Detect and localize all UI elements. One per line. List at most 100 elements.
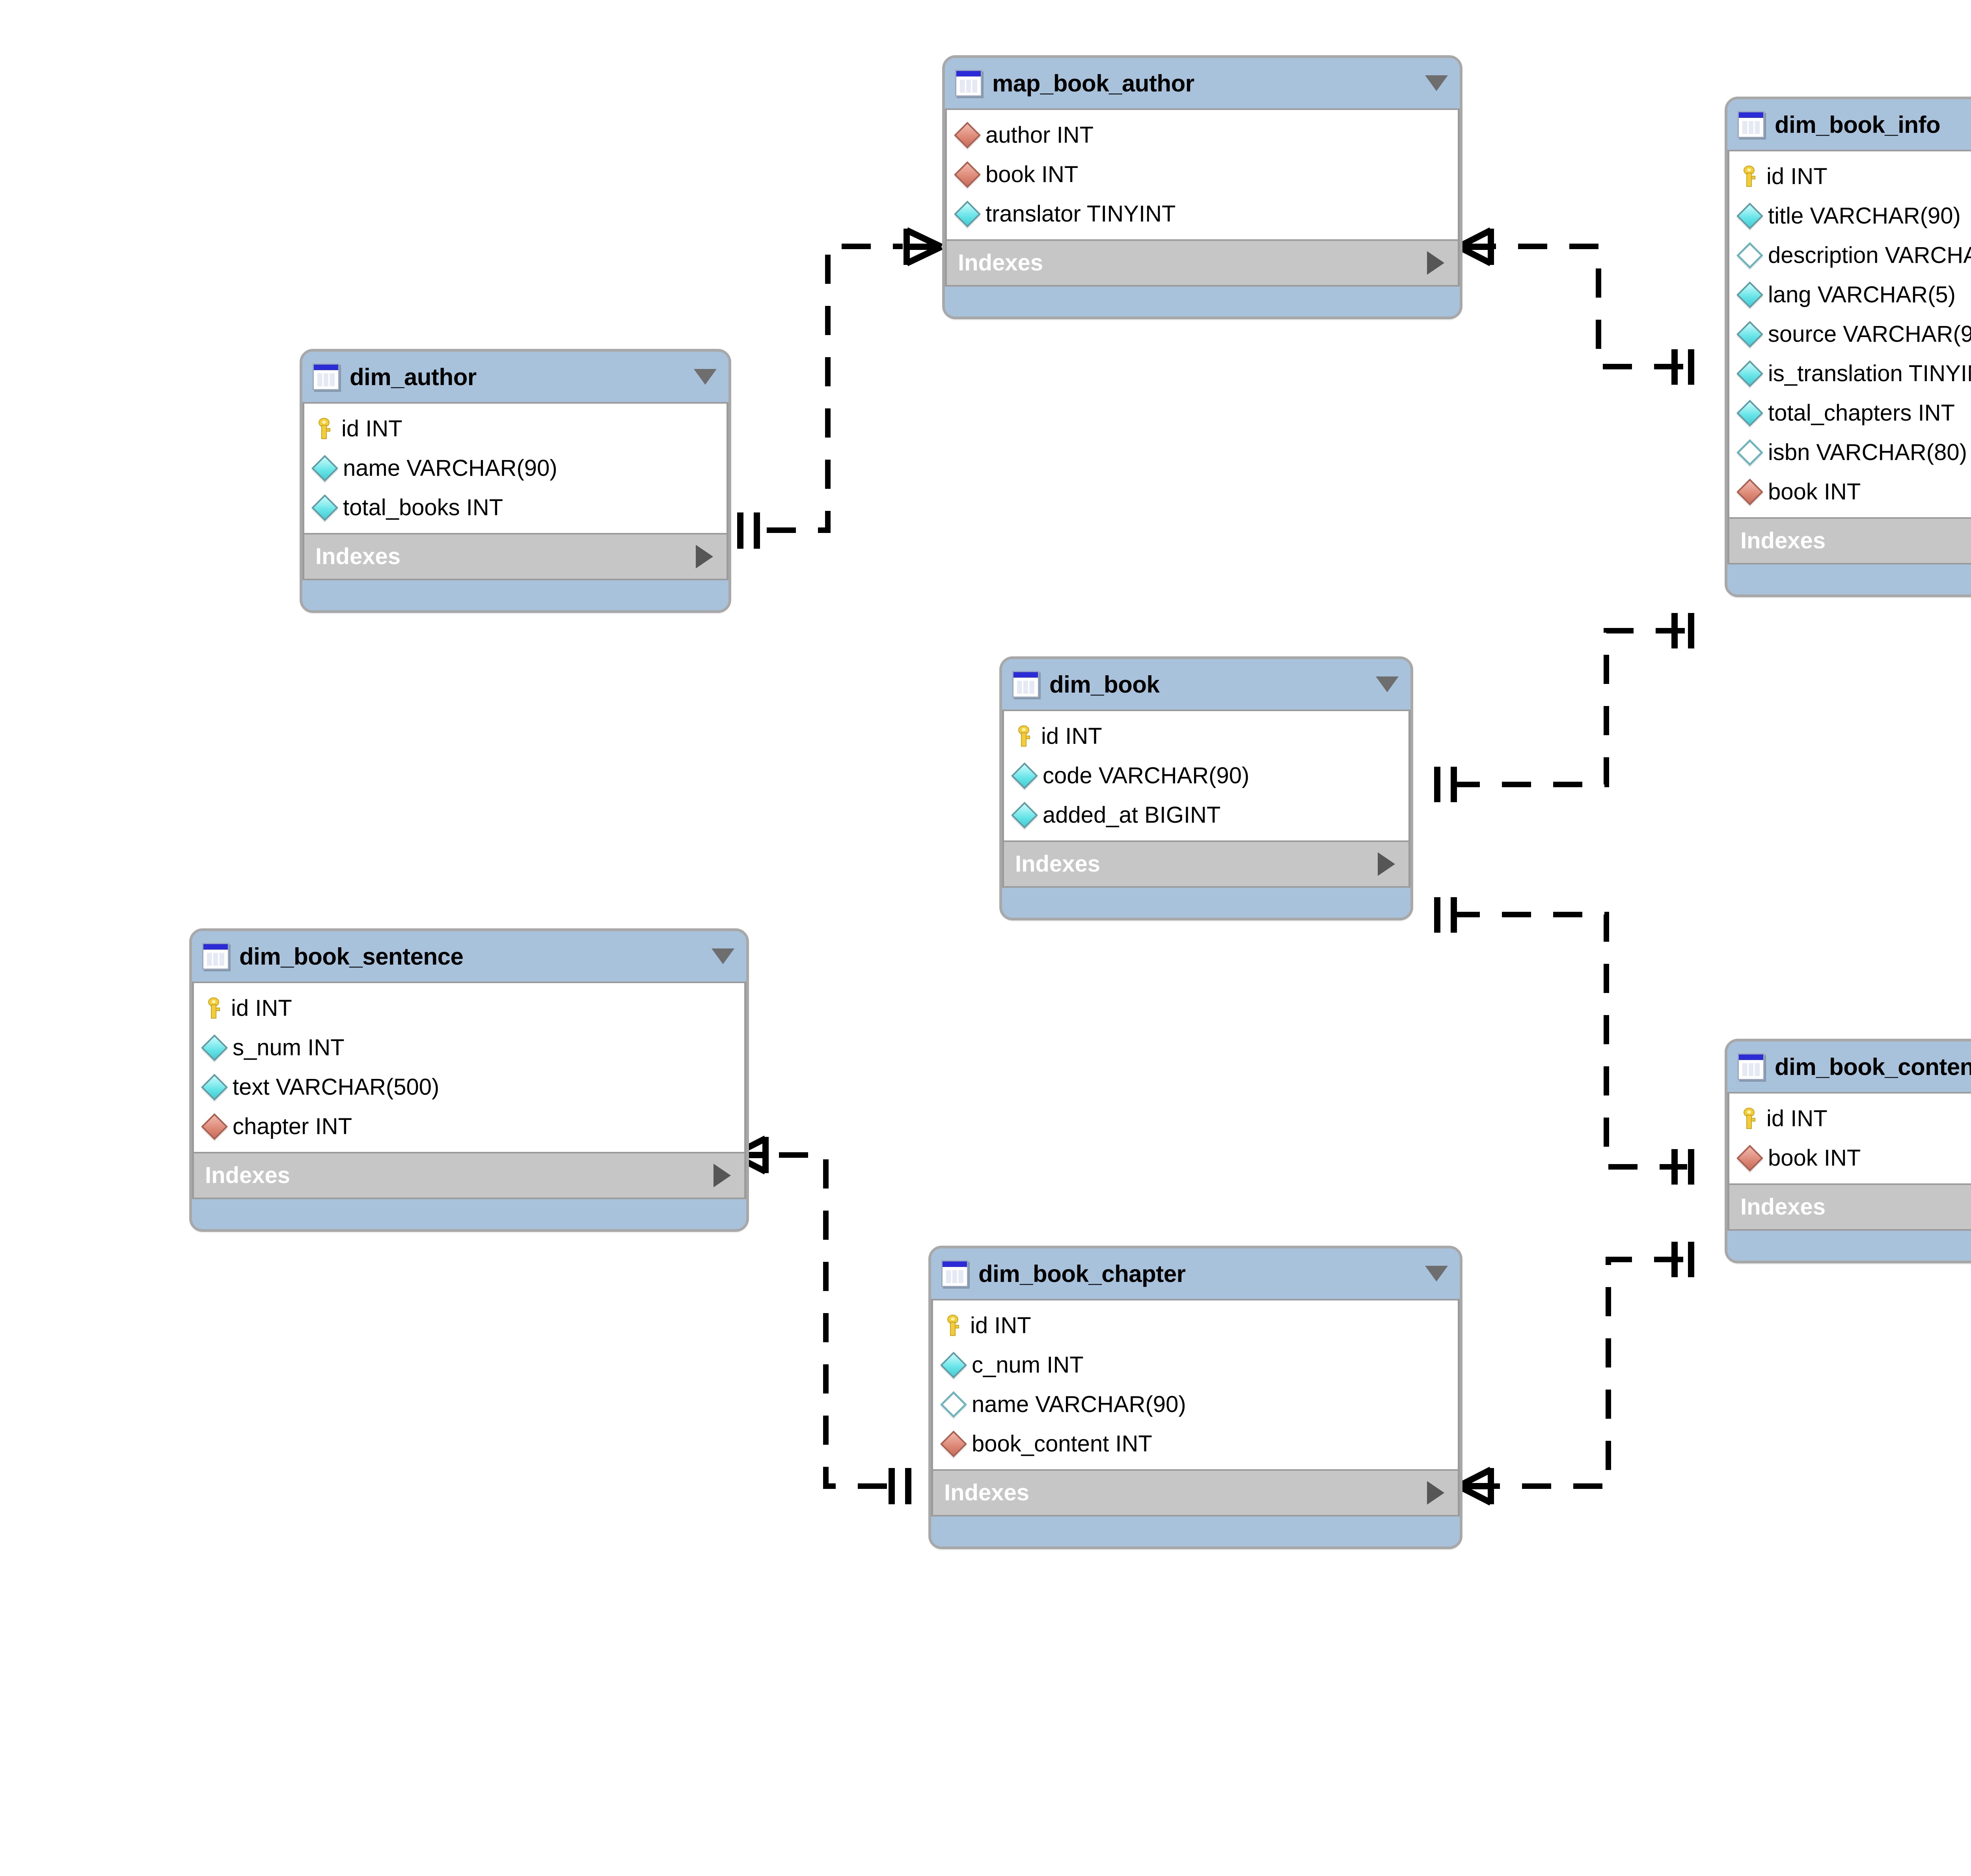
filled-diamond-icon [954, 201, 981, 227]
table-column[interactable]: book INT [1729, 472, 1971, 512]
indexes-section-dim_book[interactable]: Indexes [1002, 840, 1410, 888]
table-column[interactable]: title VARCHAR(90) [1729, 196, 1971, 236]
table-column[interactable]: translator TINYINT [947, 194, 1458, 234]
column-label: description VARCHAR(200) [1768, 242, 1971, 268]
table-column[interactable]: chapter INT [194, 1107, 744, 1146]
table-icon [1738, 1053, 1764, 1080]
filled-diamond-icon [940, 1352, 967, 1379]
table-column[interactable]: book INT [947, 155, 1458, 194]
key-icon [944, 1314, 961, 1337]
column-label: id INT [970, 1313, 1031, 1338]
cardinality-one-dim-author [737, 512, 760, 549]
table-title: dim_book_sentence [239, 943, 464, 970]
table-column[interactable]: description VARCHAR(200) [1729, 236, 1971, 275]
table-column[interactable]: c_num INT [933, 1345, 1458, 1385]
table-column[interactable]: total_books INT [304, 488, 727, 527]
indexes-section-dim_book_sentence[interactable]: Indexes [192, 1152, 746, 1199]
column-label: translator TINYINT [986, 201, 1176, 227]
table-footer [1727, 1231, 1971, 1261]
table-column[interactable]: id INT [1004, 717, 1408, 756]
table-header-dim_book[interactable]: dim_book [1002, 659, 1410, 710]
hollow-diamond-icon [940, 1391, 967, 1418]
filled-diamond-icon [1011, 802, 1038, 829]
indexes-section-dim_author[interactable]: Indexes [302, 533, 728, 580]
indexes-section-dim_book_chapter[interactable]: Indexes [931, 1469, 1460, 1516]
chevron-down-icon[interactable] [1376, 676, 1399, 692]
table-column[interactable]: isbn VARCHAR(80) [1729, 433, 1971, 472]
column-label: book INT [986, 162, 1079, 187]
table-column[interactable]: name VARCHAR(90) [304, 449, 727, 488]
column-label: lang VARCHAR(5) [1768, 282, 1956, 307]
cardinality-one-dimbook-id [1434, 767, 1457, 802]
table-column[interactable]: id INT [933, 1306, 1458, 1345]
table-column[interactable]: id INT [304, 409, 727, 449]
filled-diamond-icon [1011, 762, 1038, 789]
key-icon [1015, 725, 1032, 748]
indexes-section-dim_book_info[interactable]: Indexes [1727, 517, 1971, 564]
table-column[interactable]: text VARCHAR(500) [194, 1067, 744, 1107]
table-column[interactable]: id INT [194, 989, 744, 1028]
indexes-label: Indexes [1740, 528, 1826, 553]
table-header-dim_book_sentence[interactable]: dim_book_sentence [192, 931, 746, 982]
chevron-right-icon[interactable] [714, 1164, 731, 1187]
table-column[interactable]: book INT [1729, 1138, 1971, 1178]
table-column[interactable]: s_num INT [194, 1028, 744, 1067]
indexes-label: Indexes [944, 1480, 1029, 1505]
table-header-dim_book_content[interactable]: dim_book_content [1727, 1041, 1971, 1092]
table-column[interactable]: book_content INT [933, 1424, 1458, 1464]
chevron-right-icon[interactable] [1427, 251, 1444, 275]
chevron-right-icon[interactable] [696, 545, 713, 568]
filled-diamond-icon [1736, 360, 1763, 387]
table-column[interactable]: author INT [947, 116, 1458, 155]
chevron-down-icon[interactable] [1425, 75, 1448, 91]
filled-diamond-icon [201, 1074, 228, 1101]
chevron-down-icon[interactable] [1425, 1266, 1448, 1282]
column-label: id INT [231, 995, 292, 1021]
column-label: isbn VARCHAR(80) [1768, 440, 1967, 465]
column-label: book_content INT [972, 1431, 1152, 1457]
column-label: total_chapters INT [1768, 400, 1955, 426]
red-diamond-icon [1736, 1145, 1763, 1172]
table-title: dim_book [1049, 671, 1160, 698]
relationship-line-bookchapter-booksentence [769, 1152, 887, 1489]
cardinality-one-bookinfo-totalchapters [1671, 613, 1694, 648]
table-column[interactable]: name VARCHAR(90) [933, 1385, 1458, 1424]
table-header-dim_author[interactable]: dim_author [302, 352, 728, 402]
table-header-dim_book_info[interactable]: dim_book_info [1727, 99, 1971, 150]
table-column[interactable]: is_translation TINYINT [1729, 354, 1971, 393]
table-title: dim_book_content [1775, 1053, 1971, 1080]
table-column[interactable]: id INT [1729, 1099, 1971, 1138]
filled-diamond-icon [201, 1034, 228, 1061]
table-column[interactable]: code VARCHAR(90) [1004, 756, 1408, 795]
table-header-dim_book_chapter[interactable]: dim_book_chapter [931, 1248, 1460, 1299]
column-label: s_num INT [233, 1035, 345, 1060]
table-column[interactable]: lang VARCHAR(5) [1729, 275, 1971, 315]
table-column[interactable]: added_at BIGINT [1004, 795, 1408, 835]
table-footer [931, 1516, 1460, 1546]
chevron-right-icon[interactable] [1378, 852, 1395, 876]
table-footer [192, 1199, 746, 1229]
chevron-down-icon[interactable] [712, 948, 734, 964]
table-columns-dim_book_sentence: id INT s_num INT text VARCHAR(500)chapter … [192, 982, 746, 1152]
table-header-map_book_author[interactable]: map_book_author [945, 58, 1460, 108]
indexes-section-dim_book_content[interactable]: Indexes [1727, 1183, 1971, 1231]
table-column[interactable]: id INT [1729, 157, 1971, 196]
indexes-section-map_book_author[interactable]: Indexes [945, 239, 1460, 287]
table-column[interactable]: total_chapters INT [1729, 393, 1971, 433]
chevron-right-icon[interactable] [1427, 1481, 1444, 1505]
key-icon [205, 997, 222, 1020]
table-columns-map_book_author: author INT book INT translator TINYINT [945, 108, 1460, 239]
table-column[interactable]: source VARCHAR(90) [1729, 315, 1971, 354]
chevron-down-icon[interactable] [694, 369, 717, 385]
